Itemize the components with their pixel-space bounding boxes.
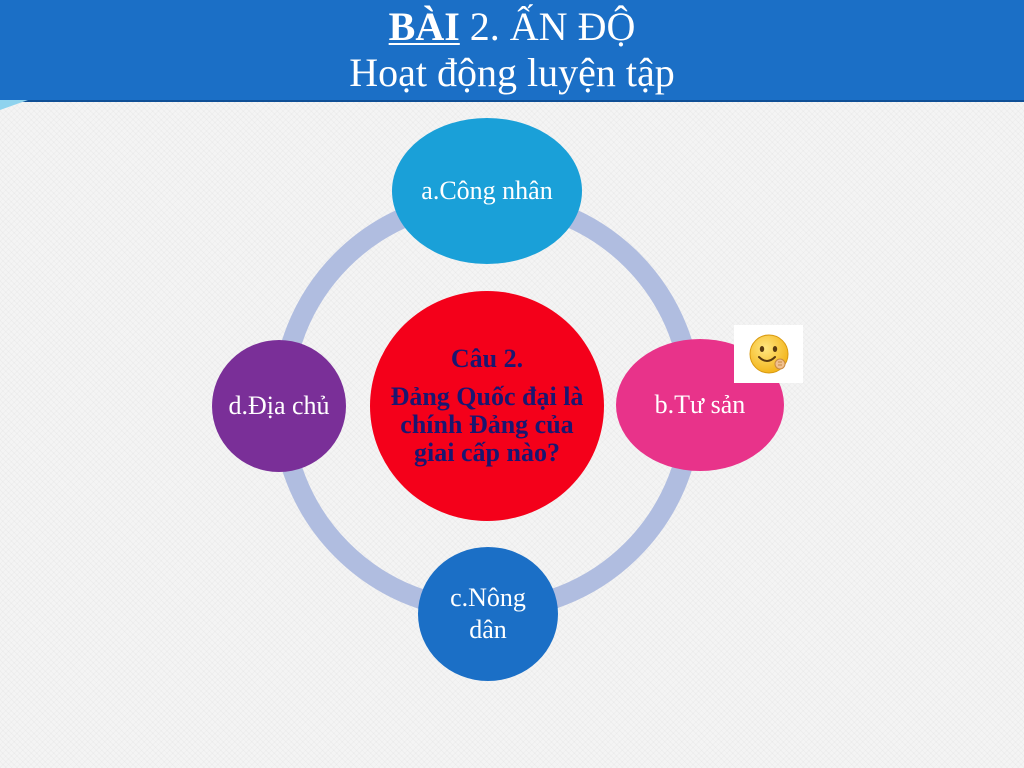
lesson-title: BÀI 2. ẤN ĐỘ <box>0 4 1024 50</box>
title-bar: BÀI 2. ẤN ĐỘ Hoạt động luyện tập <box>0 0 1024 102</box>
option-c-label: c.Nông dân <box>450 583 526 644</box>
smiley-face-icon <box>749 334 788 374</box>
option-d-label: d.Địa chủ <box>228 391 330 420</box>
lesson-title-word: BÀI <box>388 4 460 49</box>
option-d-node[interactable]: d.Địa chủ <box>212 340 346 472</box>
correct-answer-badge <box>734 325 803 383</box>
option-b-label: b.Tư sản <box>654 390 746 419</box>
option-a-label: a.Công nhân <box>421 176 553 205</box>
lesson-title-rest: 2. ẤN ĐỘ <box>459 4 636 49</box>
question-text: Đảng Quốc đại là chính Đảng của giai cấp… <box>390 382 584 467</box>
corner-accent <box>0 100 28 110</box>
question-node: Câu 2. Đảng Quốc đại là chính Đảng của g… <box>370 291 604 521</box>
question-number: Câu 2. <box>450 344 524 373</box>
option-c-node[interactable]: c.Nông dân <box>418 547 558 681</box>
lesson-subtitle: Hoạt động luyện tập <box>349 50 675 95</box>
option-a-node[interactable]: a.Công nhân <box>392 118 582 264</box>
